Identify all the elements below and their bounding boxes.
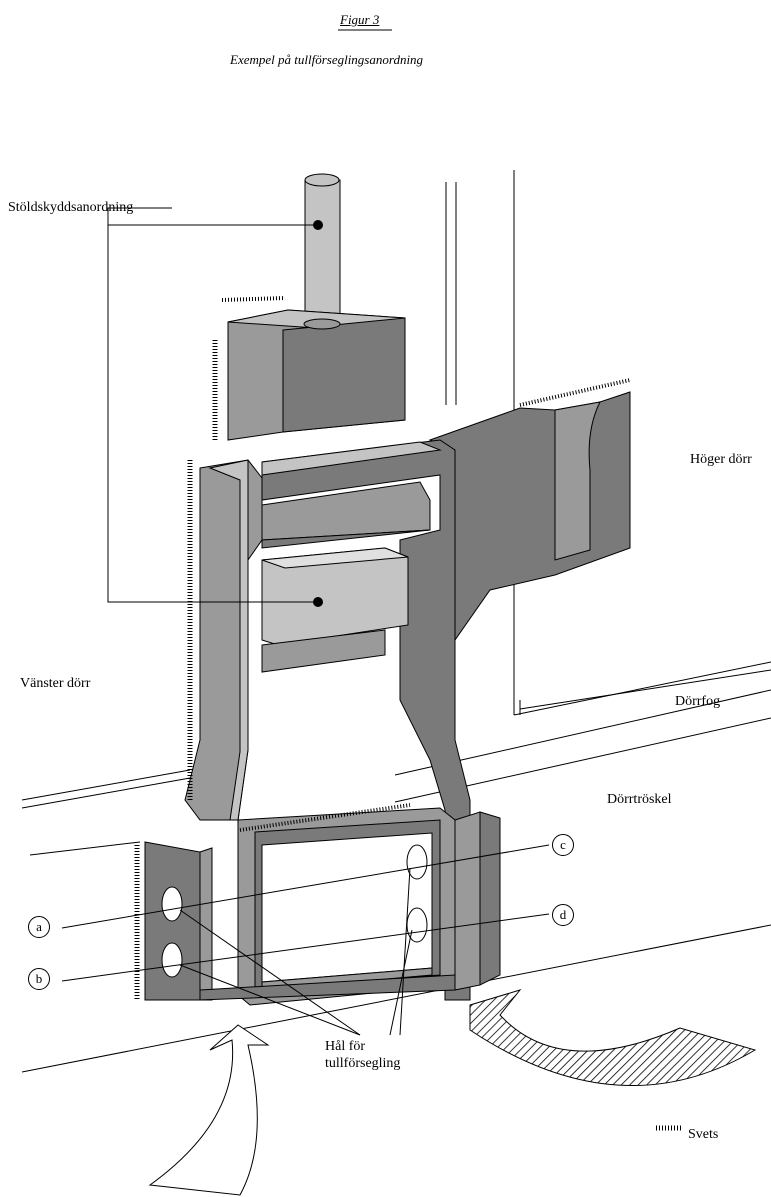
hole-marker-d: d — [552, 904, 574, 926]
figure-title: Exempel på tullförseglingsanordning — [230, 52, 424, 67]
label-seal-holes-line-2: tullförsegling — [325, 1056, 401, 1071]
weld-marks — [134, 296, 682, 1131]
hole-marker-c: c — [552, 834, 574, 856]
label-anti-theft: Stöldskyddsanordning — [8, 200, 134, 215]
seal-plate — [237, 807, 456, 1006]
main-frame — [184, 439, 471, 1001]
arrows — [148, 989, 757, 1196]
label-door-joint: Dörrfog — [675, 694, 721, 709]
hole-marker-a: a — [28, 916, 50, 938]
seal-holes — [161, 844, 428, 978]
crossbar — [261, 481, 431, 549]
label-door-sill: Dörrtröskel — [607, 792, 672, 807]
figure-number: Figur 3 — [340, 12, 380, 27]
right-flange — [454, 811, 501, 991]
label-left-door: Vänster dörr — [20, 676, 91, 691]
hole-marker-b: b — [28, 968, 50, 990]
label-right-door: Höger dörr — [690, 452, 752, 467]
upper-lock-block — [227, 309, 406, 441]
label-seal-holes-line-1: Hål för — [325, 1039, 366, 1054]
label-seal-holes: Hål för tullförsegling — [325, 1038, 400, 1072]
leader-lines — [61, 207, 550, 1036]
label-weld-legend: Svets — [688, 1127, 719, 1142]
right-bracket-plate — [428, 391, 631, 642]
leader-dots — [313, 220, 323, 607]
lower-lock-block — [261, 547, 409, 673]
anti-theft-rod — [304, 173, 341, 335]
